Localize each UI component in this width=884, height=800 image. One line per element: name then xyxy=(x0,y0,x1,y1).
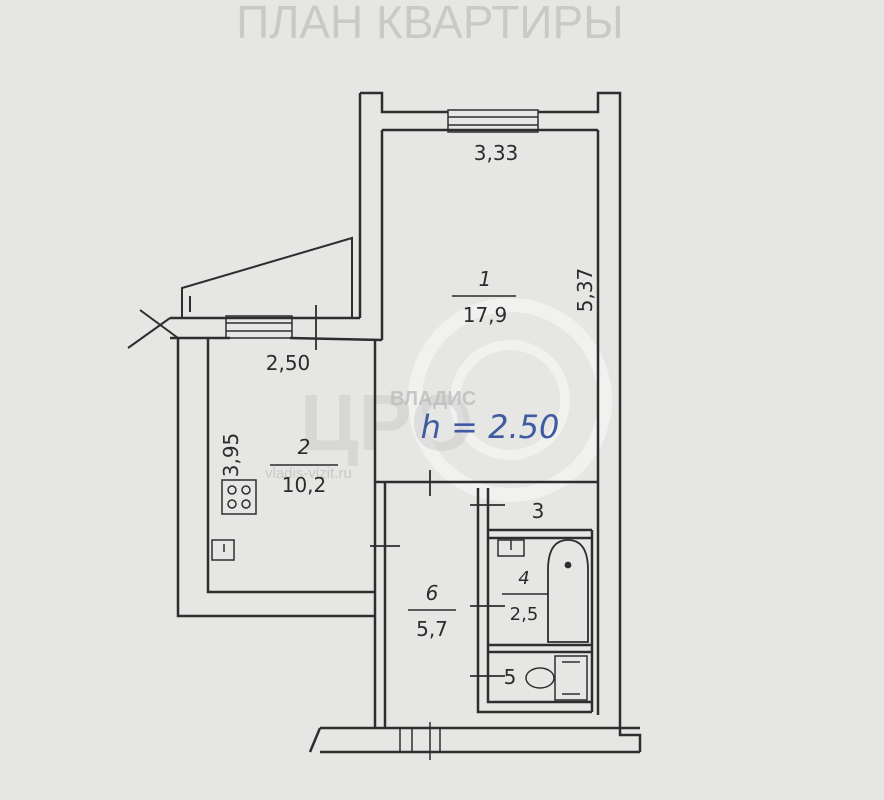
ceiling-height-note: h = 2.50 xyxy=(421,408,560,446)
door-icon xyxy=(315,305,505,677)
room-3-label: 3 xyxy=(532,499,545,523)
window-icon xyxy=(399,722,441,760)
dimension-room1-length: 5,37 xyxy=(573,268,597,313)
room-6-label: 6 5,7 xyxy=(408,581,456,641)
bathtub-icon xyxy=(547,539,589,643)
room-2-label: 2 10,2 xyxy=(270,435,338,497)
watermark-brand: ВЛАДИС xyxy=(390,388,476,410)
room-1-label: 1 17,9 xyxy=(452,267,516,327)
watermark-logo-icon xyxy=(408,298,612,502)
dimension-room2-length: 3,95 xyxy=(219,433,243,478)
room-number: 6 xyxy=(426,581,439,605)
room-number: 1 xyxy=(479,267,492,291)
room-4-label: 4 2,5 xyxy=(502,568,548,625)
stove-icon xyxy=(221,479,257,515)
room-area: 17,9 xyxy=(463,303,508,327)
room-area: 5,7 xyxy=(416,617,448,641)
sink-icon xyxy=(211,539,235,561)
dimension-room2-width: 2,50 xyxy=(266,351,311,375)
toilet-icon xyxy=(525,655,588,701)
room-number: 2 xyxy=(298,435,311,459)
window-icon xyxy=(225,109,539,339)
walls xyxy=(170,91,642,754)
header-text: ПЛАН КВАРТИРЫ xyxy=(236,0,624,48)
watermark-site: vladis-vizit.ru xyxy=(265,465,352,482)
room-area: 2,5 xyxy=(510,604,539,625)
room-5-label: 5 xyxy=(504,665,517,689)
balcony-icon xyxy=(127,236,353,349)
watermark-logo-text: ЦРО xyxy=(300,378,473,467)
room-area: 10,2 xyxy=(282,473,327,497)
room-number: 4 xyxy=(518,568,529,589)
sink-icon xyxy=(497,539,525,557)
dimension-room1-width: 3,33 xyxy=(474,141,519,165)
